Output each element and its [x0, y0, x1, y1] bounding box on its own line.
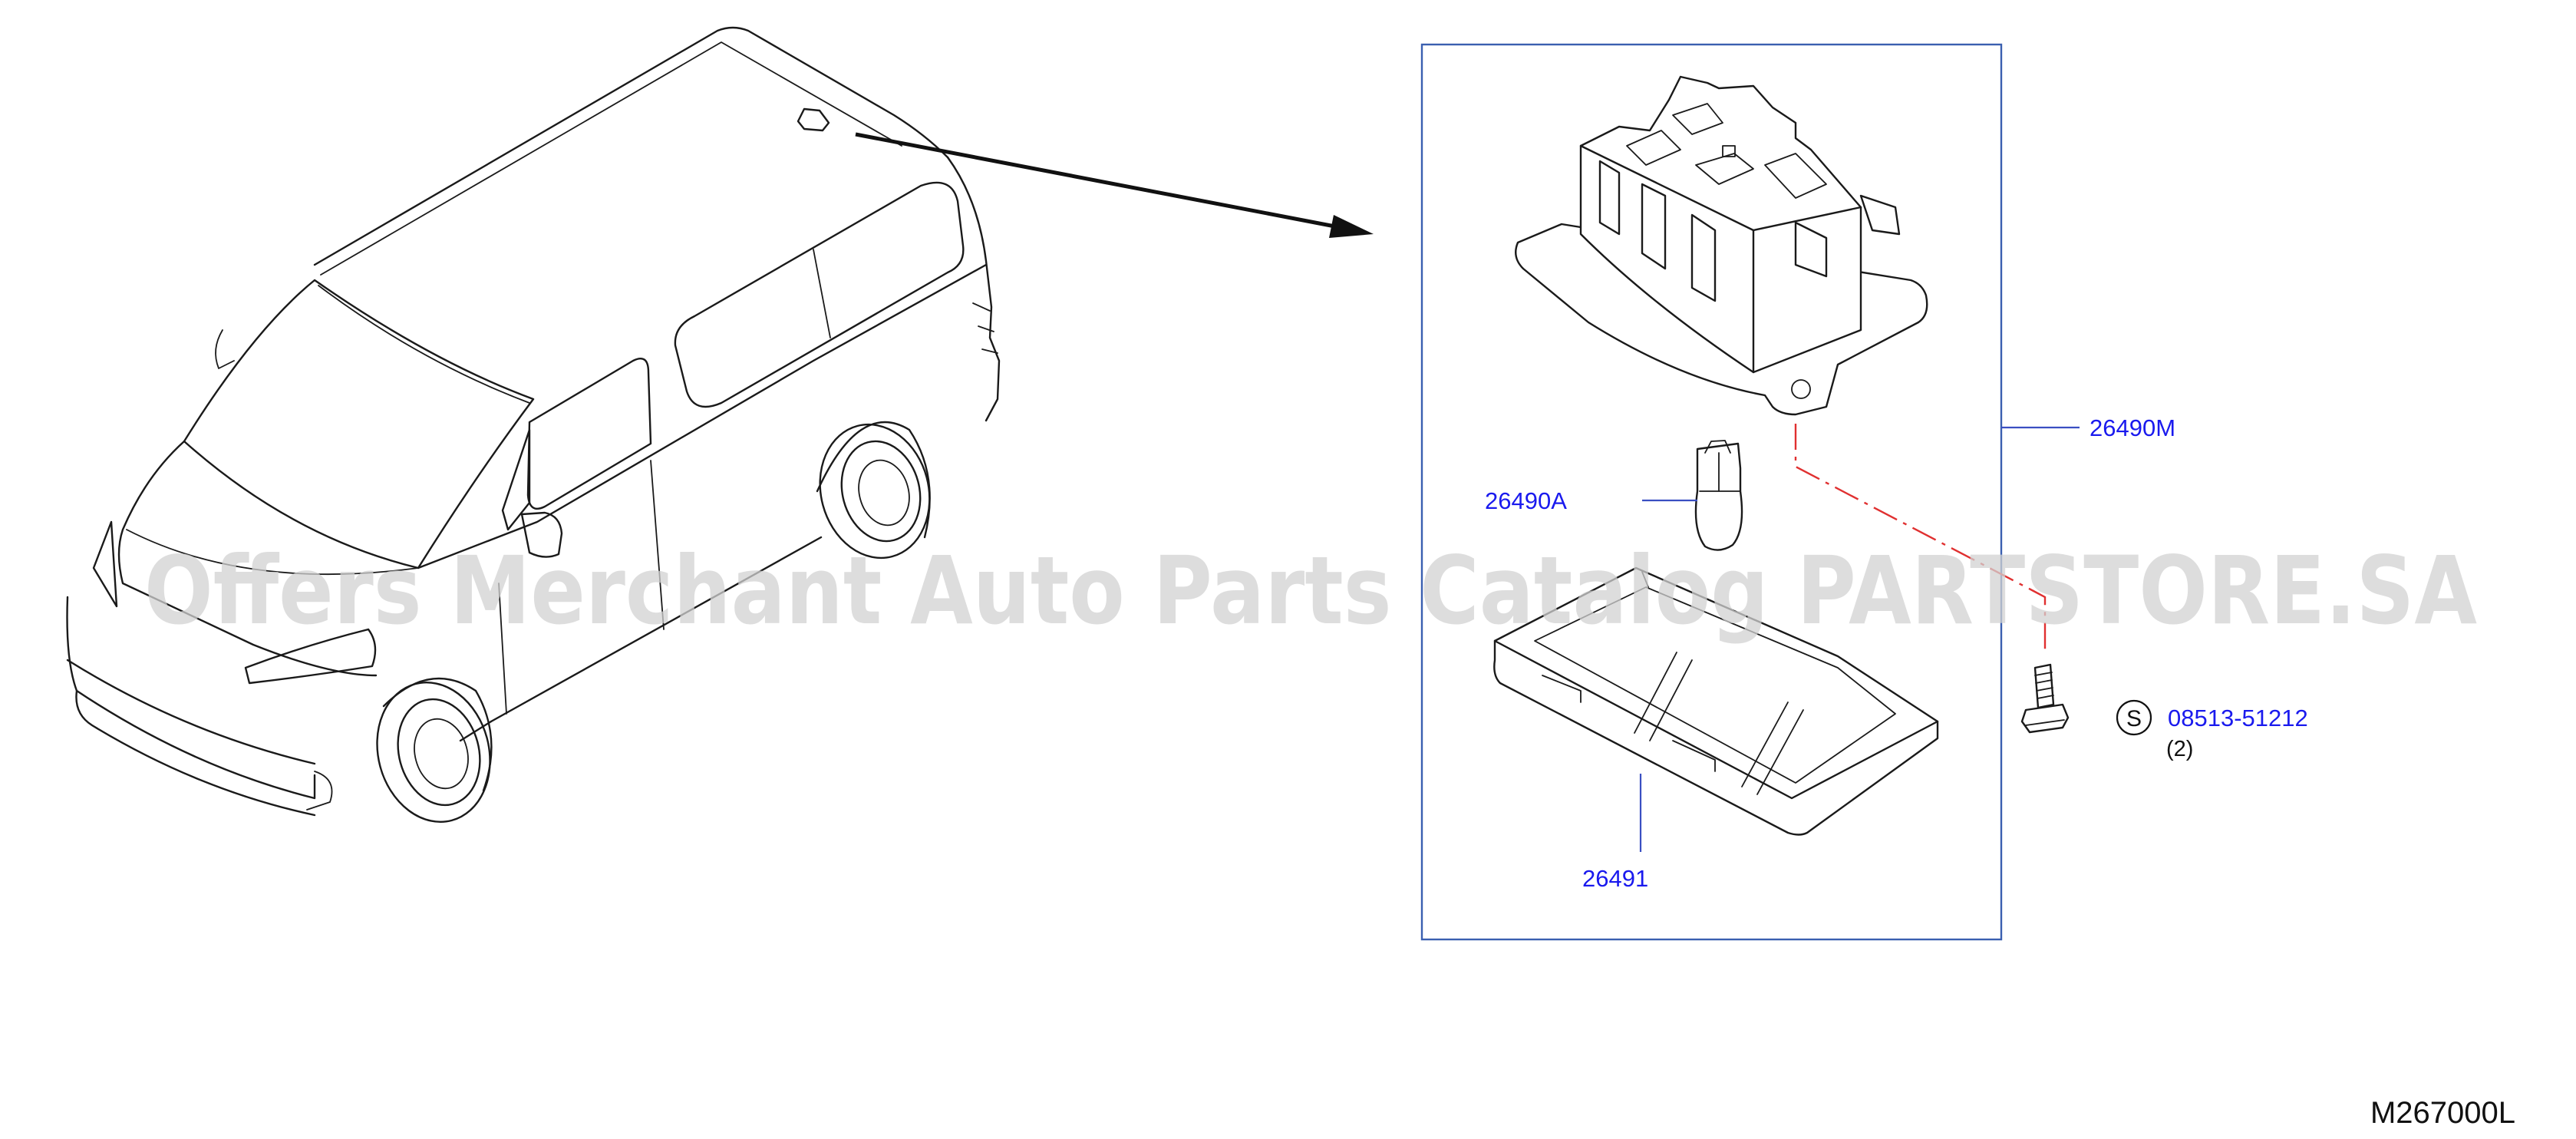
- roof-lamp-location-icon: [797, 107, 830, 132]
- label-26491: 26491: [1582, 865, 1648, 892]
- detail-frame: [1420, 43, 2003, 941]
- rear-wheel: [816, 421, 931, 560]
- standard-part-symbol-letter: S: [2126, 706, 2142, 731]
- bulb-26490A: [1694, 440, 1743, 551]
- label-26490M: 26490M: [2089, 414, 2175, 441]
- pointer-arrow: [855, 132, 1374, 238]
- lens-26491: [1493, 566, 1939, 836]
- quantity-08513-51212: (2): [2166, 737, 2193, 761]
- label-26490A: 26490A: [1485, 487, 1567, 514]
- lamp-housing-26490M: [1515, 75, 1928, 416]
- diagram-code: M267000L: [2370, 1096, 2515, 1130]
- front-wheel: [376, 677, 493, 823]
- van-illustration: [66, 26, 1001, 823]
- label-08513-51212: 08513-51212: [2168, 705, 2308, 731]
- standard-part-symbol-icon: [2116, 699, 2152, 736]
- install-dash-line: [1794, 424, 2047, 652]
- watermark: Offers Merchant Auto Parts Catalog PARTS…: [144, 536, 2477, 645]
- screw-08513-51212: [2020, 663, 2070, 734]
